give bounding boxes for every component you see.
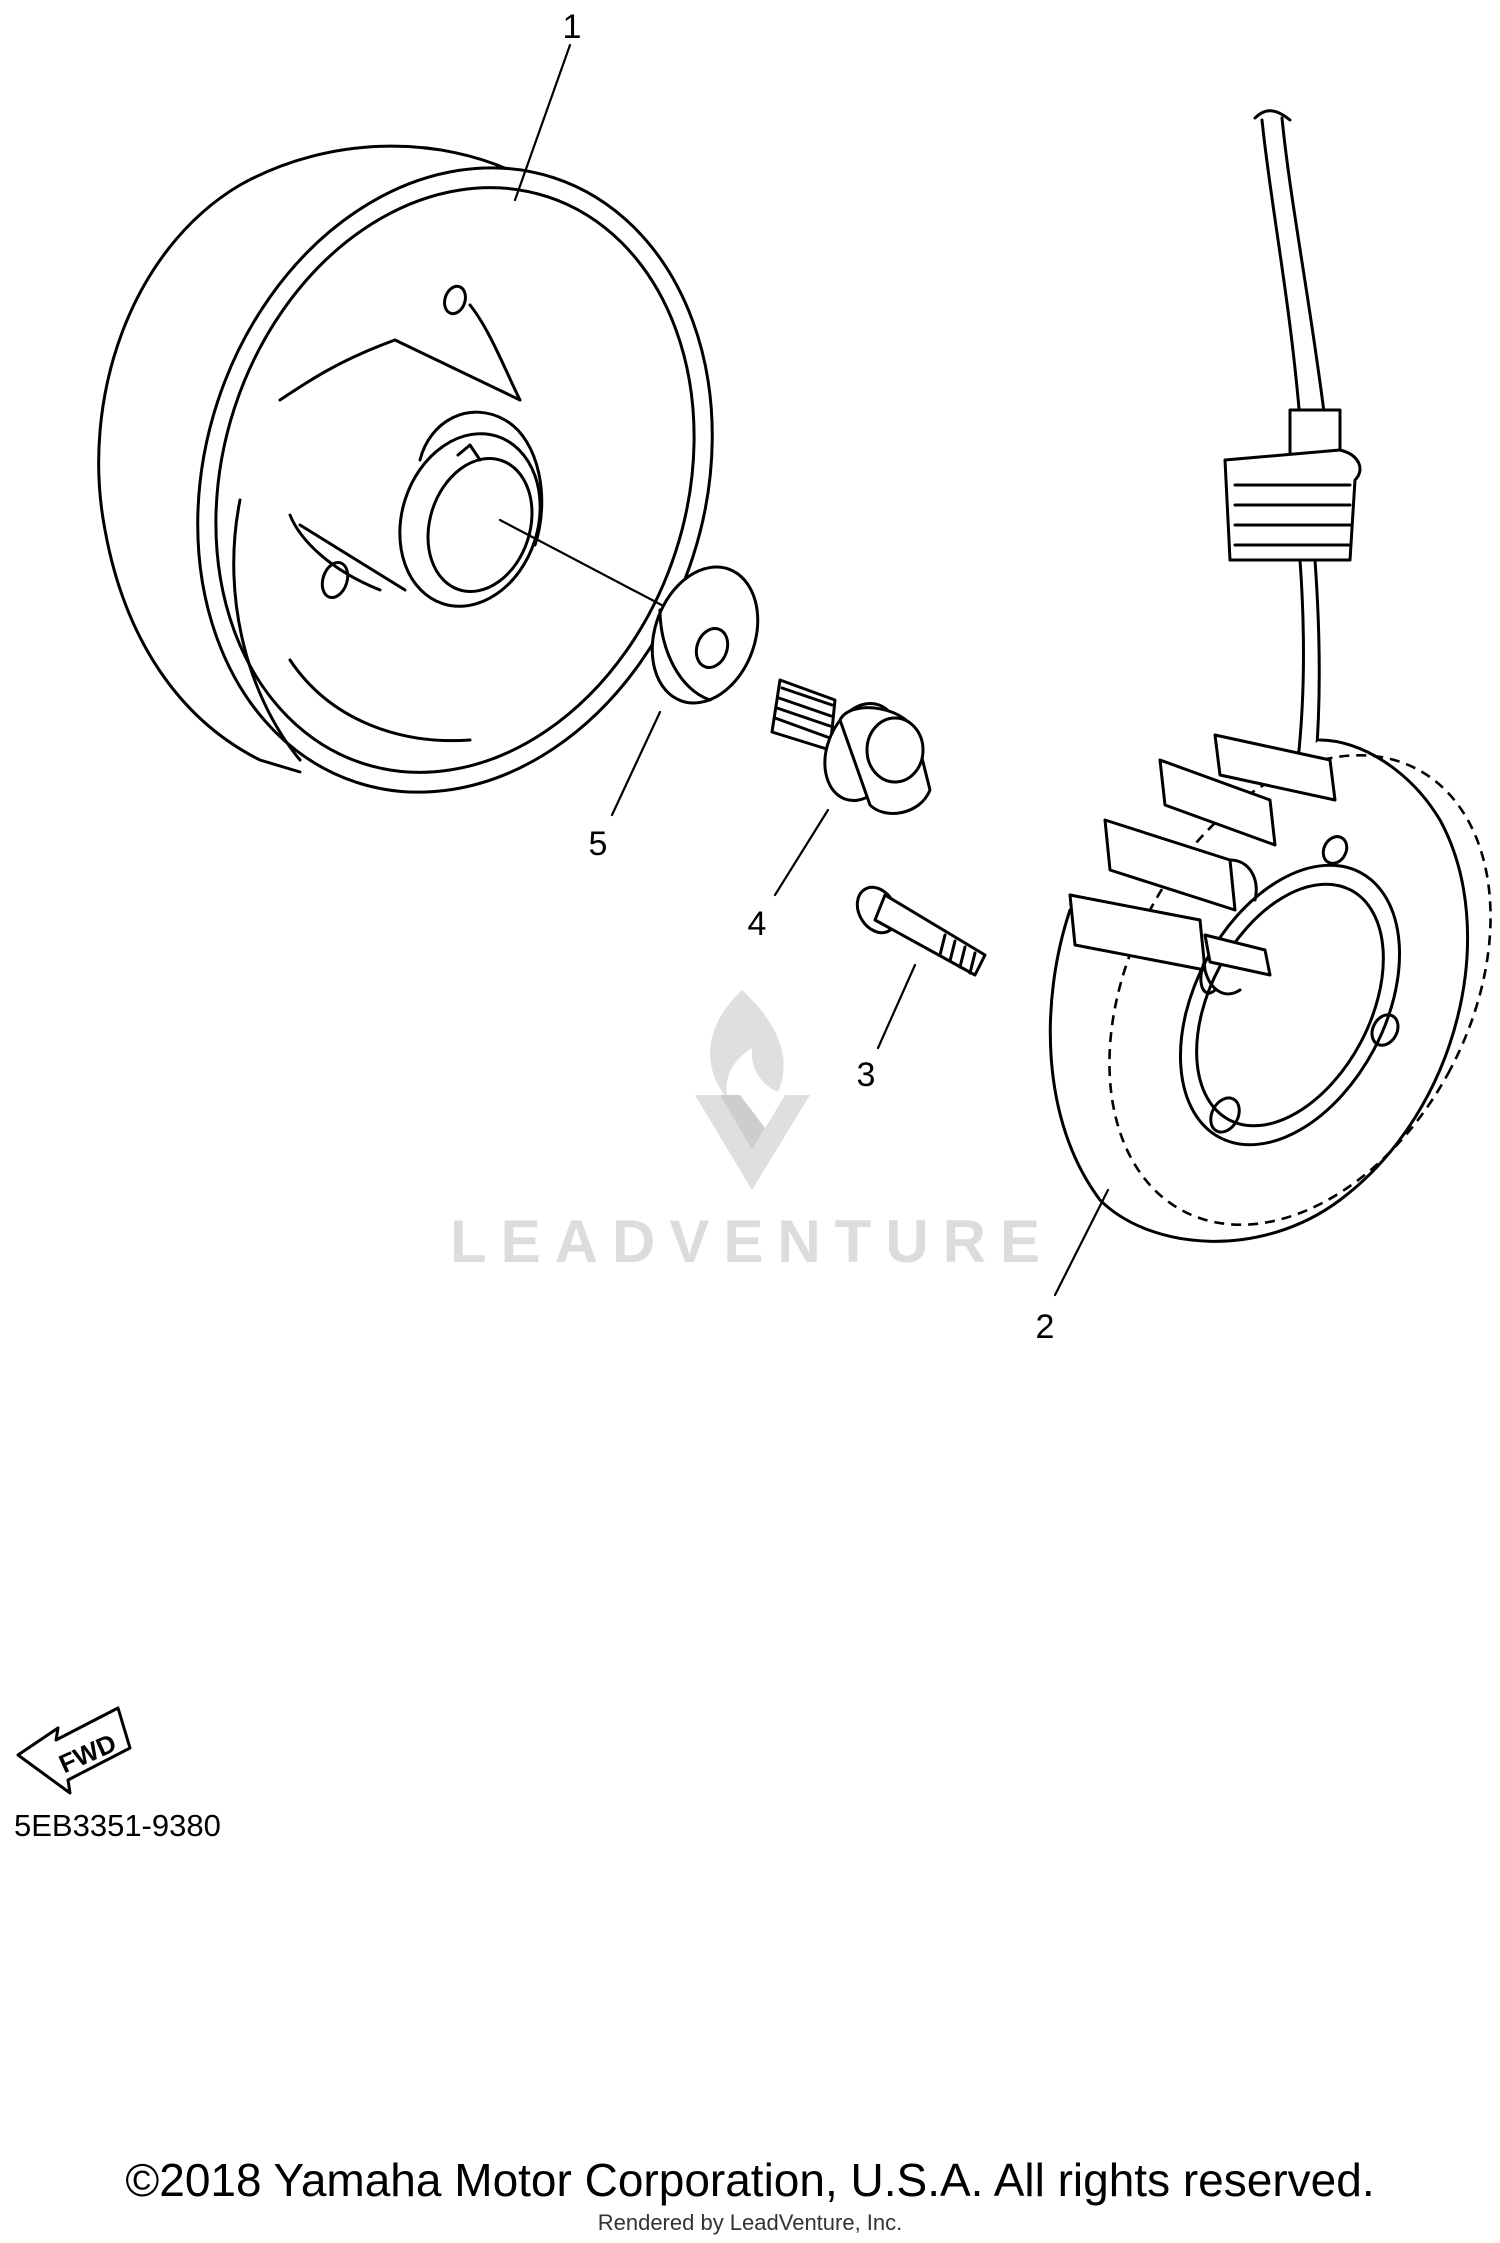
callout-1: 1 — [513, 8, 582, 202]
leader-line-1 — [513, 43, 572, 202]
callout-2: 2 — [1036, 1188, 1110, 1346]
fwd-indicator: FWD — [16, 1706, 132, 1795]
leader-line-2 — [1053, 1188, 1110, 1297]
callout-label-4: 4 — [748, 905, 767, 943]
callout-3: 3 — [857, 963, 917, 1094]
screw-part-3 — [855, 885, 987, 977]
rotor-part-1 — [97, 144, 714, 794]
callout-label-2: 2 — [1036, 1308, 1055, 1346]
leader-line-3 — [876, 963, 917, 1050]
callout-5: 5 — [589, 710, 662, 863]
copyright-notice: ©2018 Yamaha Motor Corporation, U.S.A. A… — [125, 2154, 1375, 2206]
watermark-text: LEADVENTURE — [450, 1208, 1054, 1275]
callout-4: 4 — [748, 808, 830, 943]
washer-part-5 — [650, 565, 760, 705]
fwd-arrow-icon — [16, 1706, 132, 1795]
callout-label-3: 3 — [857, 1056, 876, 1094]
leadventure-logo-icon — [695, 990, 810, 1190]
rendered-by-credit: Rendered by LeadVenture, Inc. — [597, 2210, 903, 2235]
callout-label-5: 5 — [589, 825, 608, 863]
leadventure-watermark: LEADVENTURE — [450, 990, 1054, 1275]
flange-bolt-part-4 — [770, 678, 932, 815]
callout-label-1: 1 — [563, 8, 582, 46]
diagram-part-number: 5EB3351-9380 — [14, 1808, 221, 1843]
stator-part-2 — [1048, 109, 1492, 1243]
leader-line-5 — [610, 710, 662, 817]
leader-line-4 — [773, 808, 830, 897]
assembly-axis-line — [498, 518, 692, 622]
